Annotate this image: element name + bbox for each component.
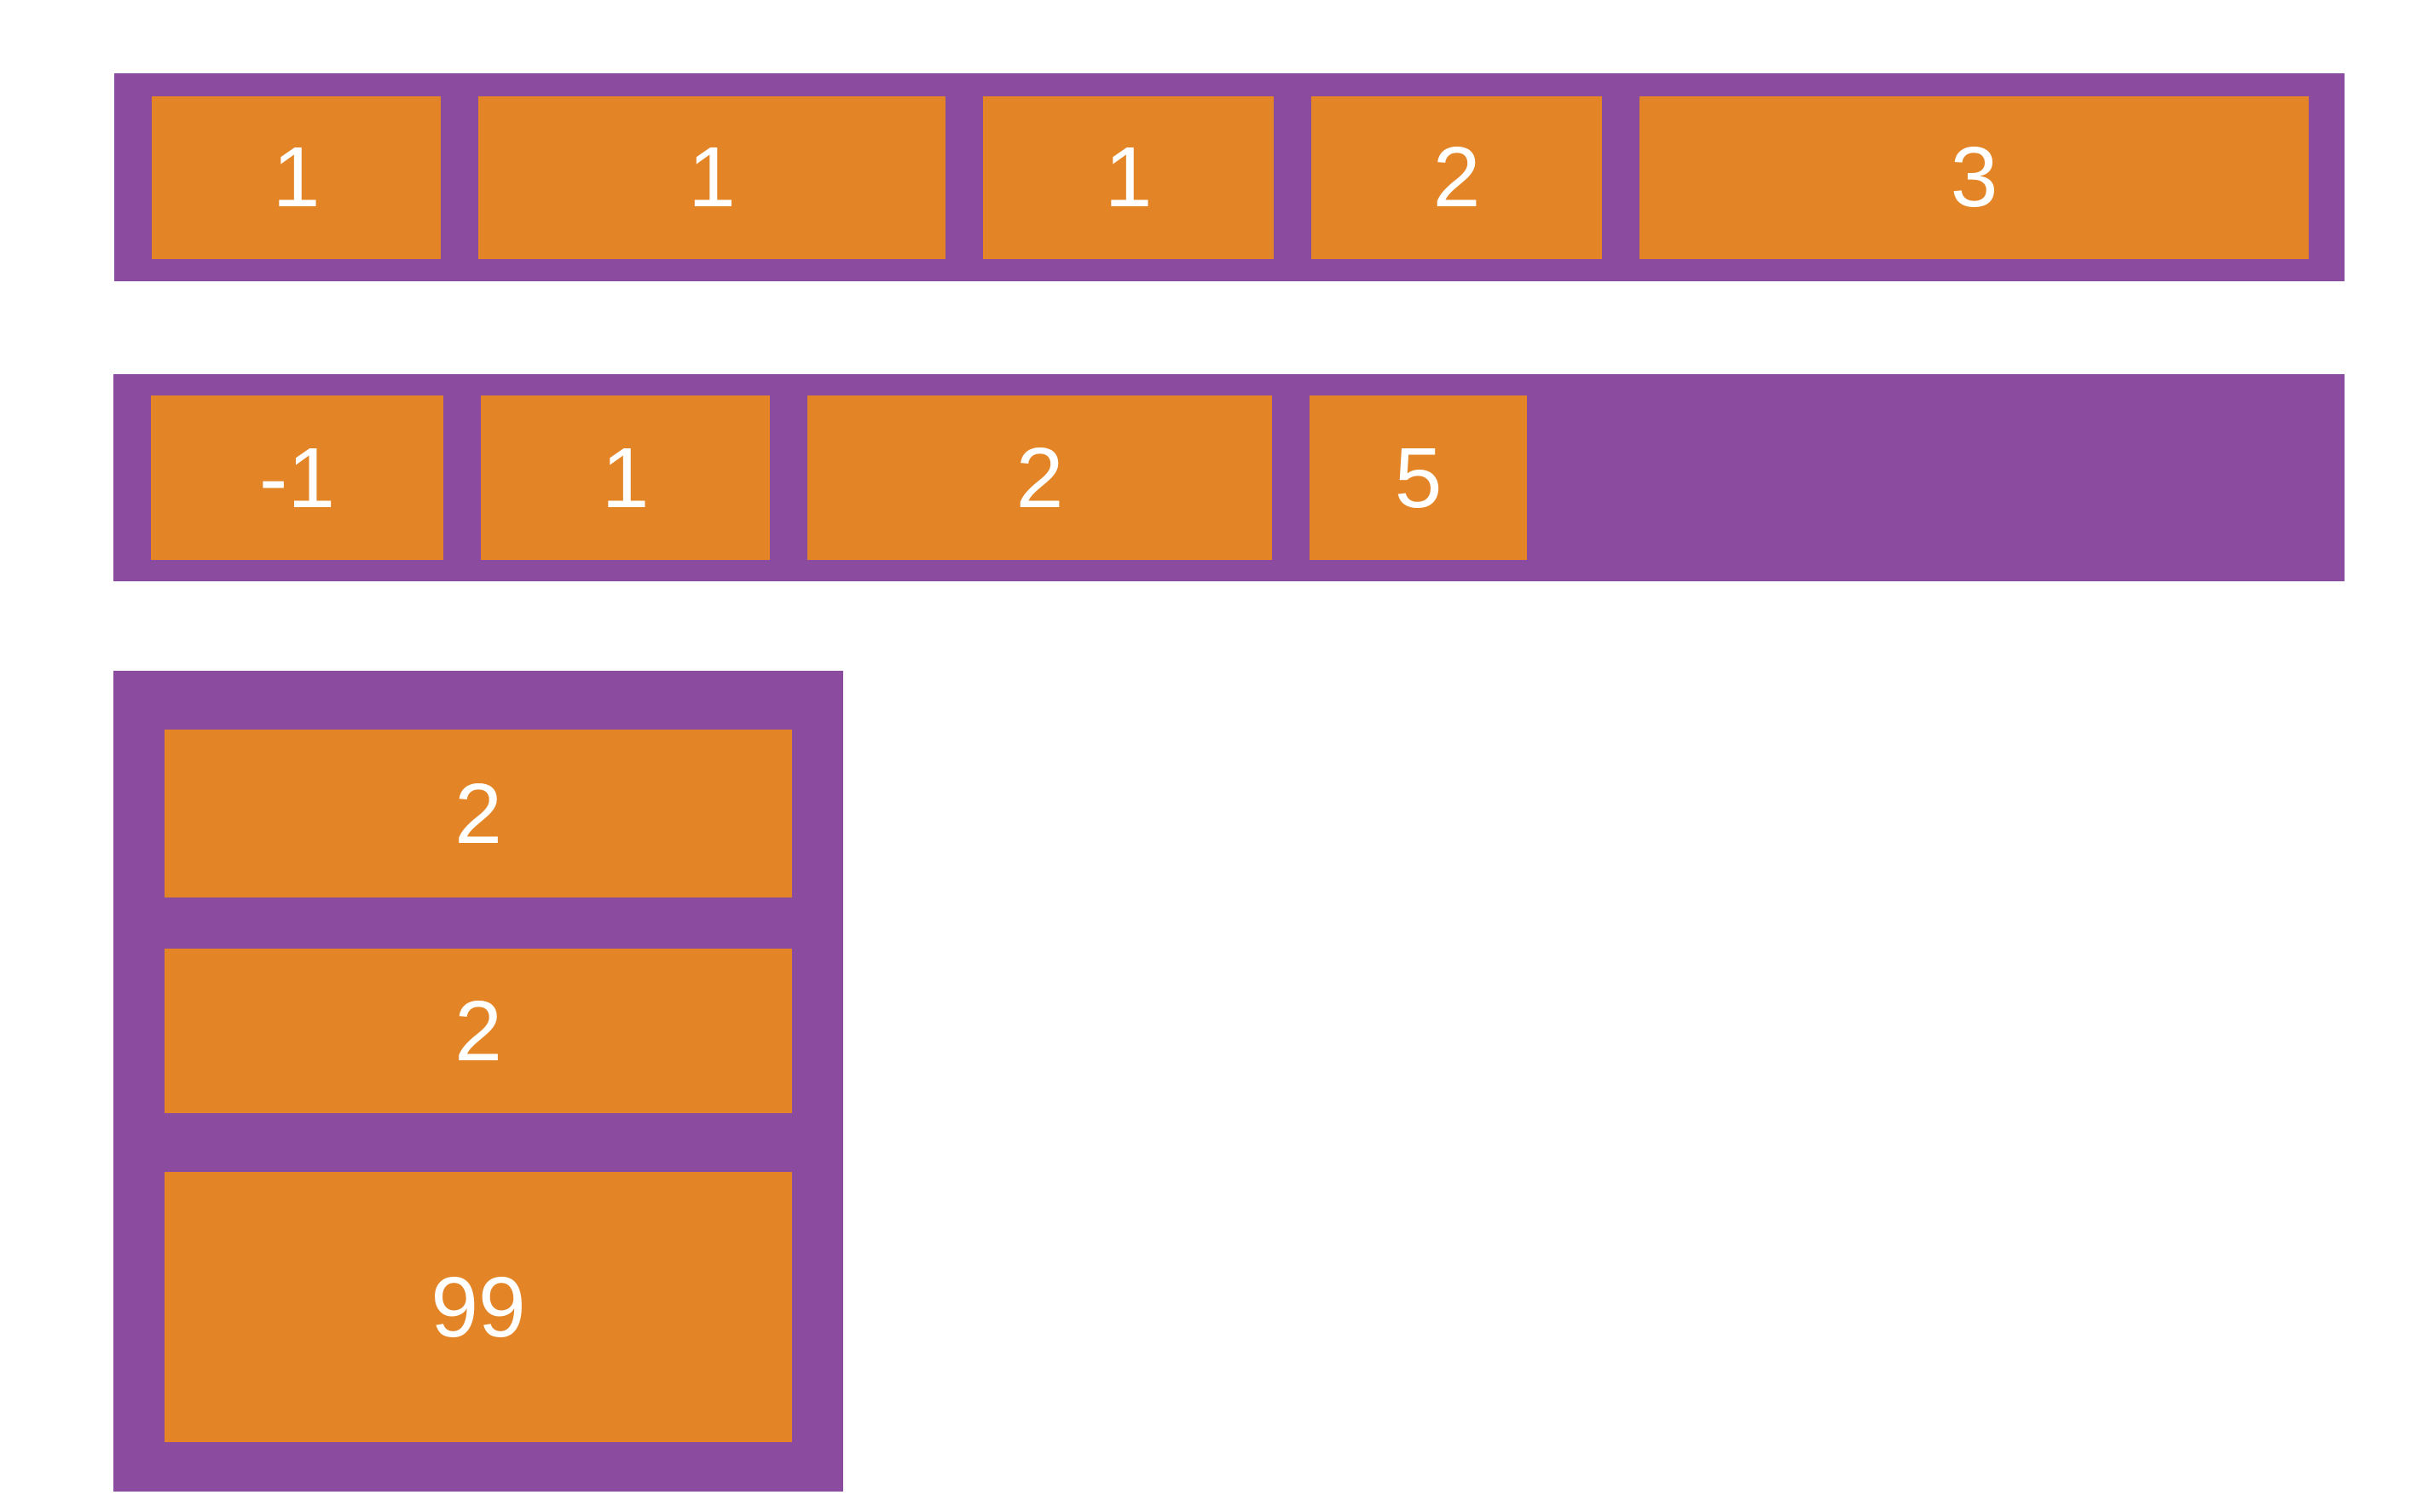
flex-item: 1 bbox=[478, 95, 945, 259]
flex-container-column: 2 2 99 bbox=[113, 671, 843, 1492]
flex-item: 2 bbox=[165, 949, 792, 1113]
flex-item: 2 bbox=[1311, 95, 1602, 259]
flex-container-row-1: 1 1 1 2 3 bbox=[114, 73, 2345, 281]
flex-item: 5 bbox=[1310, 395, 1527, 560]
flex-item: 3 bbox=[1639, 95, 2309, 259]
flex-item: -1 bbox=[151, 395, 443, 560]
flex-item: 99 bbox=[165, 1172, 792, 1442]
flex-item: 1 bbox=[152, 95, 441, 259]
flex-item: 1 bbox=[481, 395, 770, 560]
flex-item: 2 bbox=[165, 730, 792, 897]
flex-item: 2 bbox=[807, 395, 1272, 560]
flex-item: 1 bbox=[983, 95, 1274, 259]
flex-container-row-2: -1 1 2 5 bbox=[113, 374, 2345, 581]
